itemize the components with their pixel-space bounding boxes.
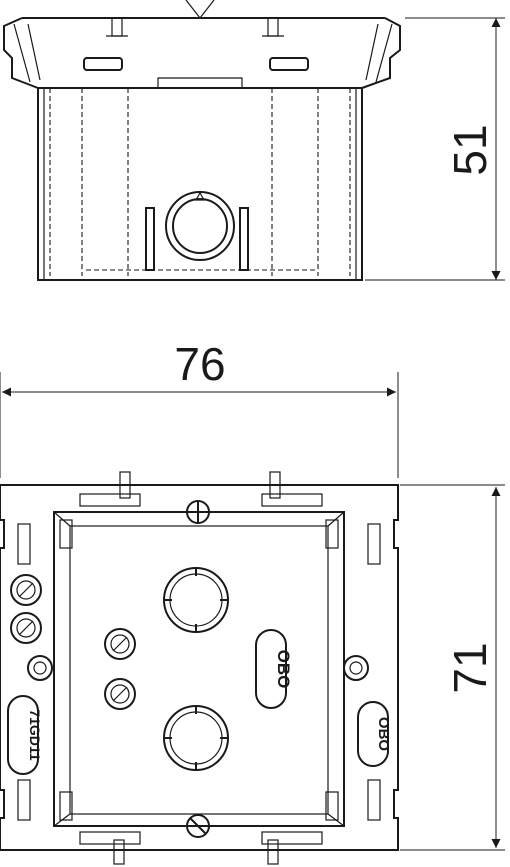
dimension-width-top: 76 <box>0 338 399 478</box>
dimension-label-51: 51 <box>444 124 496 175</box>
dimension-height-front: 71 <box>400 484 505 851</box>
side-view <box>3 0 401 281</box>
knockout-icon <box>163 567 229 633</box>
rotary-dial-icon <box>104 678 136 710</box>
rotary-dial-icon <box>10 612 42 644</box>
dimension-label-71: 71 <box>444 642 496 693</box>
brand-logo-horizontal: OBO <box>357 701 392 767</box>
rotary-dial-icon <box>10 574 42 606</box>
brand-text-1: OBO <box>274 650 293 689</box>
screw-slot-icon <box>186 500 210 524</box>
rotary-dial-icon <box>104 628 136 660</box>
brand-text-2: OBO <box>375 717 392 752</box>
screw-tip-icon <box>185 0 215 19</box>
brand-logo-vertical: OBO <box>255 629 293 709</box>
dimension-height-side: 51 <box>365 17 505 281</box>
knockout-icon <box>163 705 229 771</box>
model-label: 71GD11 <box>7 695 43 775</box>
screw-slot-icon <box>186 814 210 838</box>
front-view: OBO OBO 71GD11 <box>0 471 399 865</box>
model-text: 71GD11 <box>27 709 43 761</box>
mounting-hole-left <box>27 655 53 681</box>
dimension-label-76: 76 <box>174 338 225 390</box>
mounting-hole-right <box>343 655 369 681</box>
